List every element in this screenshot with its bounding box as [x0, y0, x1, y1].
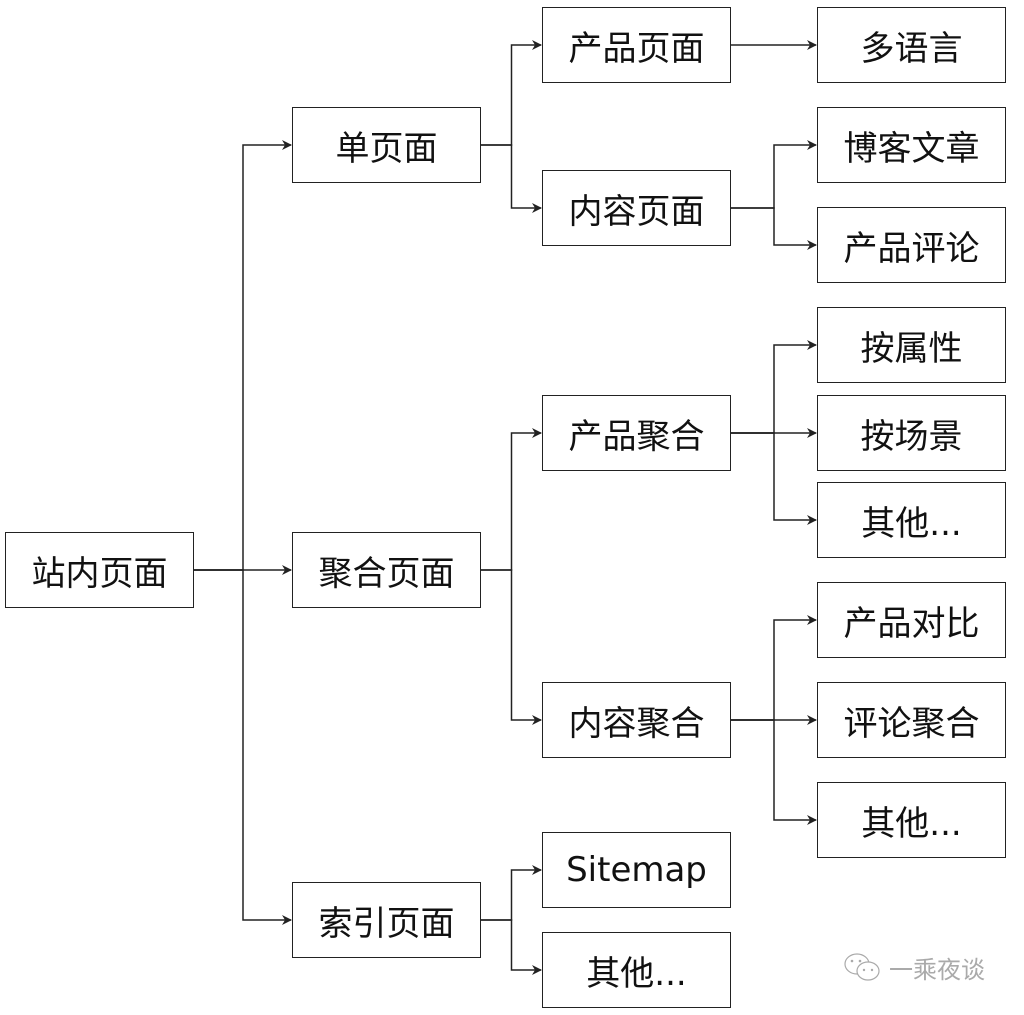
- node-sitemap[interactable]: Sitemap: [542, 832, 731, 908]
- connector-product_agg-to-pa_other: [731, 432, 817, 525]
- node-review-aggregate[interactable]: 评论聚合: [817, 682, 1006, 758]
- node-product-aggregate[interactable]: 产品聚合: [542, 395, 731, 471]
- node-blog-post[interactable]: 博客文章: [817, 107, 1006, 183]
- connector-content_page-to-review: [731, 207, 817, 250]
- connector-index-to-idx_other: [481, 919, 542, 975]
- node-aggregate-page[interactable]: 聚合页面: [292, 532, 481, 608]
- node-content-page[interactable]: 内容页面: [542, 170, 731, 246]
- node-by-scene[interactable]: 按场景: [817, 395, 1006, 471]
- connector-root-to-single: [194, 140, 292, 571]
- wechat-icon: [844, 952, 880, 981]
- node-index-page[interactable]: 索引页面: [292, 882, 481, 958]
- connector-index-to-sitemap: [481, 865, 542, 921]
- node-root[interactable]: 站内页面: [5, 532, 194, 608]
- node-product-page[interactable]: 产品页面: [542, 7, 731, 83]
- connector-single-to-content_page: [481, 144, 542, 213]
- connector-product_agg-to-by_attr: [731, 340, 817, 434]
- connector-single-to-product_page: [481, 40, 542, 146]
- watermark: 一乘夜谈: [843, 950, 985, 985]
- node-index-other[interactable]: 其他...: [542, 932, 731, 1008]
- node-single-page[interactable]: 单页面: [292, 107, 481, 183]
- node-product-review[interactable]: 产品评论: [817, 207, 1006, 283]
- connector-content_agg-to-compare: [731, 615, 817, 721]
- node-content-aggregate[interactable]: 内容聚合: [542, 682, 731, 758]
- connector-aggregate-to-product_agg: [481, 428, 542, 571]
- node-product-aggregate-other[interactable]: 其他...: [817, 482, 1006, 558]
- node-content-aggregate-other[interactable]: 其他...: [817, 782, 1006, 858]
- node-by-attribute[interactable]: 按属性: [817, 307, 1006, 383]
- connector-aggregate-to-content_agg: [481, 569, 542, 725]
- node-product-compare[interactable]: 产品对比: [817, 582, 1006, 658]
- watermark-text: 一乘夜谈: [889, 956, 985, 984]
- connector-content_agg-to-ca_other: [731, 719, 817, 825]
- node-multilingual[interactable]: 多语言: [817, 7, 1006, 83]
- connector-content_page-to-blog: [731, 140, 817, 209]
- connector-root-to-index: [194, 569, 292, 925]
